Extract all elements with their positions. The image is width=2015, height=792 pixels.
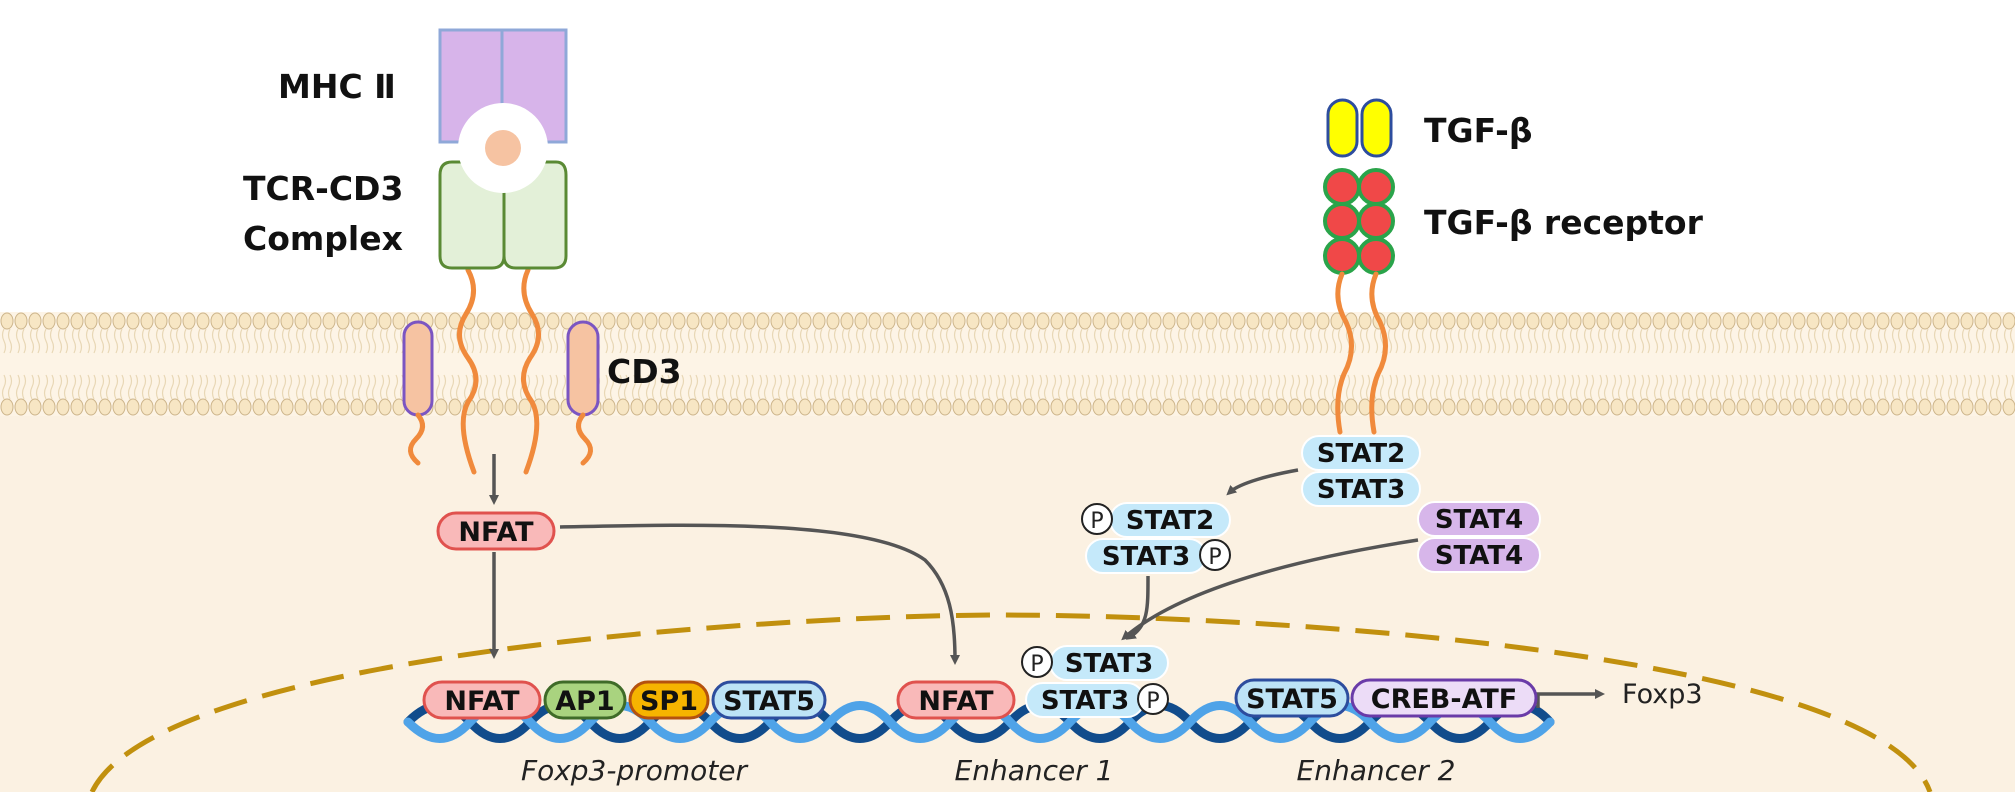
phospho-icon — [1081, 503, 1113, 535]
promoter-ap1-text: AP1 — [555, 686, 614, 717]
arrow-phospho-to-enhancer1 — [1125, 575, 1150, 640]
enhancer2-factor-creb-atf: CREB-ATF — [1350, 678, 1538, 718]
phospho-stat3: STAT3 P — [1085, 538, 1231, 574]
region-label-enhancer1: Enhancer 1 — [955, 754, 1114, 787]
phospho-stat2-text: STAT2 — [1126, 506, 1214, 536]
tcr-tails — [457, 267, 541, 475]
signal-arrows — [489, 454, 1419, 665]
phospho-stat3-text: STAT3 — [1102, 542, 1190, 572]
enhancer1-factor-stat3-bottom: STAT3 P — [1025, 682, 1169, 718]
nfat-cytoplasm-text: NFAT — [458, 517, 534, 548]
phospho-symbol: P — [1208, 545, 1221, 570]
stat2-text: STAT2 — [1317, 439, 1405, 469]
promoter-factor-nfat: NFAT — [422, 680, 542, 720]
arrow-stat-to-phospho — [1226, 468, 1299, 496]
foxp3-transcription-arrow — [1536, 689, 1605, 708]
cd3-label: CD3 — [607, 352, 682, 391]
promoter-sp1-text: SP1 — [640, 686, 698, 717]
phospho-stat2: STAT2 P — [1081, 502, 1231, 538]
arrow-nfat-to-enhancer1 — [559, 523, 960, 665]
stat4-top: STAT4 — [1417, 501, 1541, 537]
phospho-symbol: P — [1090, 509, 1103, 534]
tgfb-receptor — [1323, 168, 1395, 275]
phospho-icon — [1137, 683, 1169, 715]
stat4-bottom-text: STAT4 — [1435, 541, 1523, 571]
enhancer2-stat5-text: STAT5 — [1246, 684, 1338, 715]
foxp3-label: Foxp3 — [1622, 679, 1703, 710]
enhancer1-stat3-bottom-text: STAT3 — [1041, 686, 1129, 716]
cell-membrane — [0, 312, 2015, 416]
tcr-label-line2: Complex — [243, 219, 403, 258]
tgfb-label: TGF-β — [1424, 111, 1532, 150]
enhancer1-factor-nfat: NFAT — [896, 680, 1016, 720]
enhancer2-factor-stat5: STAT5 — [1234, 678, 1350, 718]
tcr-label-line1: TCR-CD3 — [243, 169, 403, 208]
tgfb-receptor-label: TGF-β receptor — [1424, 203, 1704, 242]
phospho-icon — [1199, 539, 1231, 571]
phospho-icon — [1021, 646, 1053, 678]
promoter-stat5-text: STAT5 — [723, 686, 815, 717]
cd3-right — [566, 320, 600, 466]
nfat-cytoplasm: NFAT — [436, 511, 556, 551]
cd3-left — [402, 320, 434, 466]
region-label-promoter: Foxp3-promoter — [521, 754, 749, 787]
enhancer1-factor-stat3-top: STAT3 P — [1021, 645, 1169, 681]
arrow-stat4-to-enhancer1 — [1121, 538, 1419, 641]
stat2-at-receptor: STAT2 — [1301, 435, 1421, 471]
promoter-factor-sp1: SP1 — [628, 680, 710, 720]
promoter-factor-ap1: AP1 — [543, 680, 627, 720]
antigen-peptide — [458, 103, 548, 193]
enhancer1-nfat-text: NFAT — [918, 686, 994, 717]
enhancer1-stat3-top-text: STAT3 — [1065, 649, 1153, 679]
enhancer2-creb-text: CREB-ATF — [1371, 684, 1518, 715]
tgfb-ligand — [1326, 98, 1393, 158]
region-label-enhancer2: Enhancer 2 — [1297, 754, 1456, 787]
stat4-top-text: STAT4 — [1435, 505, 1523, 535]
mhc-ii-label: MHC Ⅱ — [278, 67, 396, 106]
stat3-text: STAT3 — [1317, 475, 1405, 505]
promoter-factor-stat5: STAT5 — [711, 680, 827, 720]
stat4-bottom: STAT4 — [1417, 537, 1541, 573]
promoter-nfat-text: NFAT — [444, 686, 520, 717]
phospho-symbol: P — [1030, 652, 1043, 677]
tgfb-receptor-tails — [1335, 271, 1388, 435]
stat3-at-receptor: STAT3 — [1301, 471, 1421, 507]
phospho-symbol: P — [1146, 689, 1159, 714]
